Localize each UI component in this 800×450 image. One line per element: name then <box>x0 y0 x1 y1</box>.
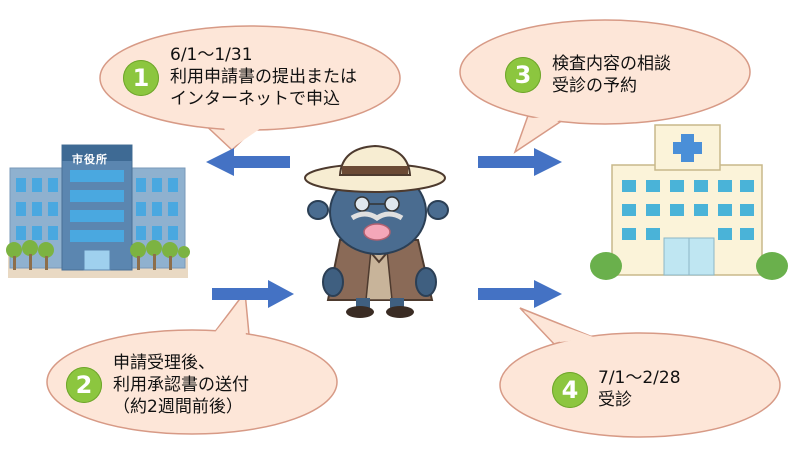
step-2-badge: 2 <box>66 367 102 403</box>
arrow-to-hospital-top <box>478 148 562 176</box>
step-3-badge: 3 <box>505 57 541 93</box>
hospital-building <box>590 124 788 284</box>
step-4-line-1: 7/1～2/28 <box>598 368 681 388</box>
step-1-line-1: 6/1～1/31 <box>170 45 253 65</box>
step-3-line-1: 検査内容の相談 <box>552 54 671 74</box>
step-2-line-2: 利用承認書の送付 <box>113 375 249 395</box>
step-1-line-3: インターネットで申込 <box>170 89 340 109</box>
mascot-character <box>304 144 449 318</box>
speech-bubble-step-4 <box>499 307 781 438</box>
speech-bubble-step-2 <box>46 290 338 435</box>
city-hall-sign: 市役所 <box>72 153 108 166</box>
step-4-text: 7/1～2/28 受診 <box>598 367 681 411</box>
step-2-line-1: 申請受理後、 <box>113 353 215 373</box>
step-1-text: 6/1～1/31 利用申請書の提出または インターネットで申込 <box>170 44 357 110</box>
city-hall-building <box>6 144 190 278</box>
step-4-line-2: 受診 <box>598 390 632 410</box>
step-4-badge: 4 <box>552 372 588 408</box>
speech-bubble-step-3 <box>459 19 751 154</box>
step-3-text: 検査内容の相談 受診の予約 <box>552 53 671 97</box>
step-2-text: 申請受理後、 利用承認書の送付 （約2週間前後） <box>113 352 249 418</box>
arrow-to-hospital-bottom <box>478 280 562 308</box>
step-3-line-2: 受診の予約 <box>552 76 637 96</box>
step-2-line-3: （約2週間前後） <box>113 397 243 417</box>
step-1-line-2: 利用申請書の提出または <box>170 67 357 87</box>
speech-bubble-step-1 <box>99 25 401 152</box>
arrow-from-city-hall <box>212 280 294 308</box>
step-1-badge: 1 <box>123 60 159 96</box>
arrow-to-city-hall <box>206 148 290 176</box>
